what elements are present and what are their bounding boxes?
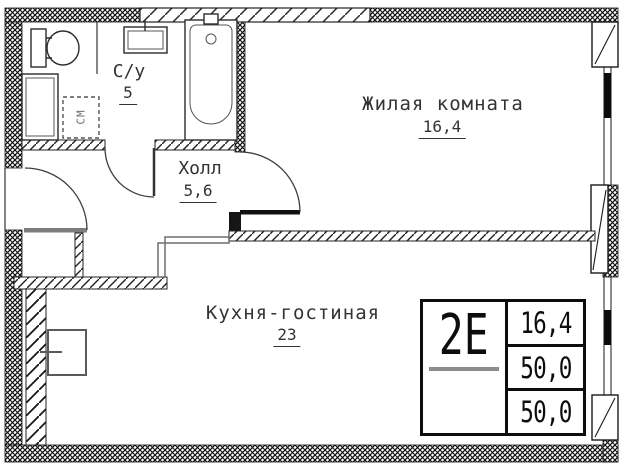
living-area-cell: 16,4 [508,302,583,344]
room-label-living: Жилая комната [362,93,524,115]
windows [590,21,619,441]
room-area-living-value: 16,4 [418,117,466,139]
room-area-kitchen-value: 23 [273,325,301,347]
apartment-area-cell: 50,0 [508,343,583,389]
thin-partition-horizontal [164,236,230,244]
room-area-living: 16,4 [418,117,466,139]
bathroom-door [104,147,156,198]
interior-walls [13,21,596,290]
unit-type-value: 2Е [439,303,489,368]
room-label-kitchen: Кухня-гостиная [205,302,381,324]
top-wall-middle [139,7,371,23]
living-kitchen-divider-wall [228,230,596,242]
room-area-hall: 5,6 [179,181,217,203]
total-area-value: 50,0 [519,395,572,430]
top-wall-left [4,7,141,23]
vent-shaft [25,288,47,446]
entrance-door [24,167,88,233]
room-label-bathroom: С/у [112,61,146,82]
apartment-info-table: 2Е 16,4 50,0 50,0 [420,299,586,436]
left-wall-lower [4,229,23,446]
washbasin [123,20,168,54]
unit-type-cell: 2Е [423,302,508,433]
total-area-cell: 50,0 [508,388,583,433]
shower-cabinet [21,73,59,141]
washing-machine-outline [62,96,100,139]
bottom-wall [4,444,619,463]
middle-window-casement [590,184,609,274]
top-wall-right [369,7,619,23]
closet-wall-vertical [74,232,84,284]
thin-partition-vertical [157,242,166,278]
bathroom-fixtures [21,13,238,141]
right-wall-bottom-corner [602,439,619,463]
living-room-window [591,21,619,118]
bathroom-wall-right [154,139,236,151]
toilet [30,28,80,68]
washing-machine-label: СМ [74,109,88,125]
room-area-kitchen: 23 [273,325,301,347]
bathtub [184,13,238,141]
room-area-bathroom: 5 [119,83,137,105]
room-label-hall: Холл [178,158,222,179]
kitchen-fixtures [25,288,87,446]
room-area-bathroom-value: 5 [119,83,137,105]
areas-column: 16,4 50,0 50,0 [508,302,583,433]
apartment-area-value: 50,0 [519,350,572,385]
unit-type-underline [429,367,499,371]
living-area-value: 16,4 [519,305,572,340]
bathroom-wall-left [21,139,106,151]
kitchen-sink [40,329,87,376]
left-wall-upper [4,21,23,169]
kitchen-window [591,310,619,441]
doors [24,147,301,233]
closet-wall-bottom [13,276,168,290]
livingroom-door [239,151,301,215]
door-stub-wall [229,212,241,233]
room-area-hall-value: 5,6 [179,181,217,203]
